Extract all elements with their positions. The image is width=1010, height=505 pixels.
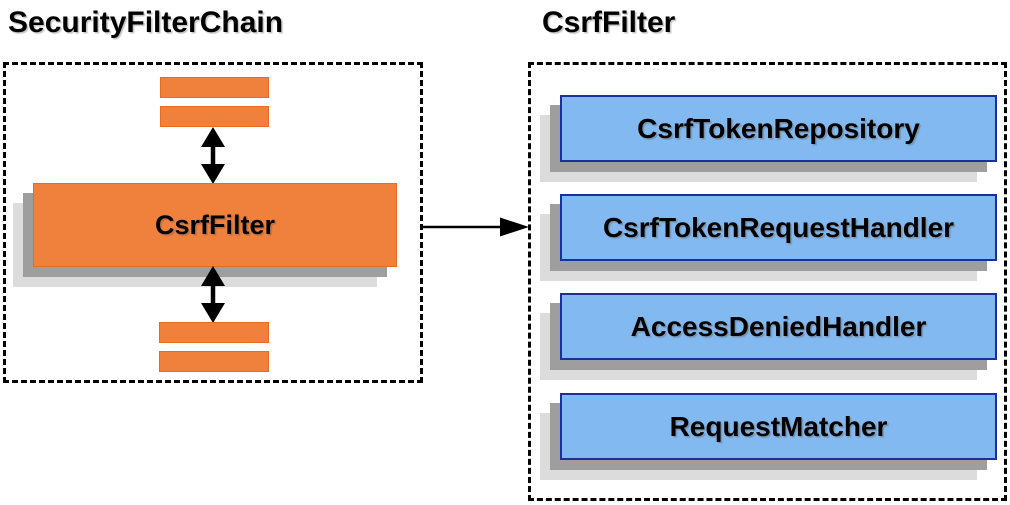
csrf-filter-panel: [528, 62, 1007, 501]
filter-placeholder-bar-1: [160, 77, 269, 98]
csrf-filter-box: CsrfFilter: [33, 183, 397, 267]
filter-placeholder-bar-4: [159, 351, 269, 372]
filter-placeholder-bar-2: [160, 106, 269, 127]
csrf-filter-box-label: CsrfFilter: [154, 209, 276, 240]
flow-arrow-right-icon: [422, 215, 529, 239]
component-box-access-denied-handler: AccessDeniedHandler: [560, 293, 997, 360]
component-box-csrf-token-request-handler: CsrfTokenRequestHandler: [560, 194, 997, 261]
component-box-label: CsrfTokenRequestHandler: [602, 211, 955, 243]
component-box-request-matcher: RequestMatcher: [560, 393, 997, 460]
filter-placeholder-bar-3: [159, 322, 269, 343]
security-filter-chain-panel: [3, 62, 423, 383]
component-box-csrf-token-repository: CsrfTokenRepository: [560, 95, 997, 162]
component-box-label: RequestMatcher: [669, 410, 888, 442]
bidirectional-arrow-bottom-icon: [199, 266, 227, 323]
component-box-label: CsrfTokenRepository: [637, 112, 920, 144]
component-box-label: AccessDeniedHandler: [630, 310, 927, 342]
bidirectional-arrow-top-icon: [199, 127, 227, 184]
security-filter-chain-title: SecurityFilterChain: [8, 6, 284, 39]
csrf-filter-title: CsrfFilter: [542, 6, 676, 39]
